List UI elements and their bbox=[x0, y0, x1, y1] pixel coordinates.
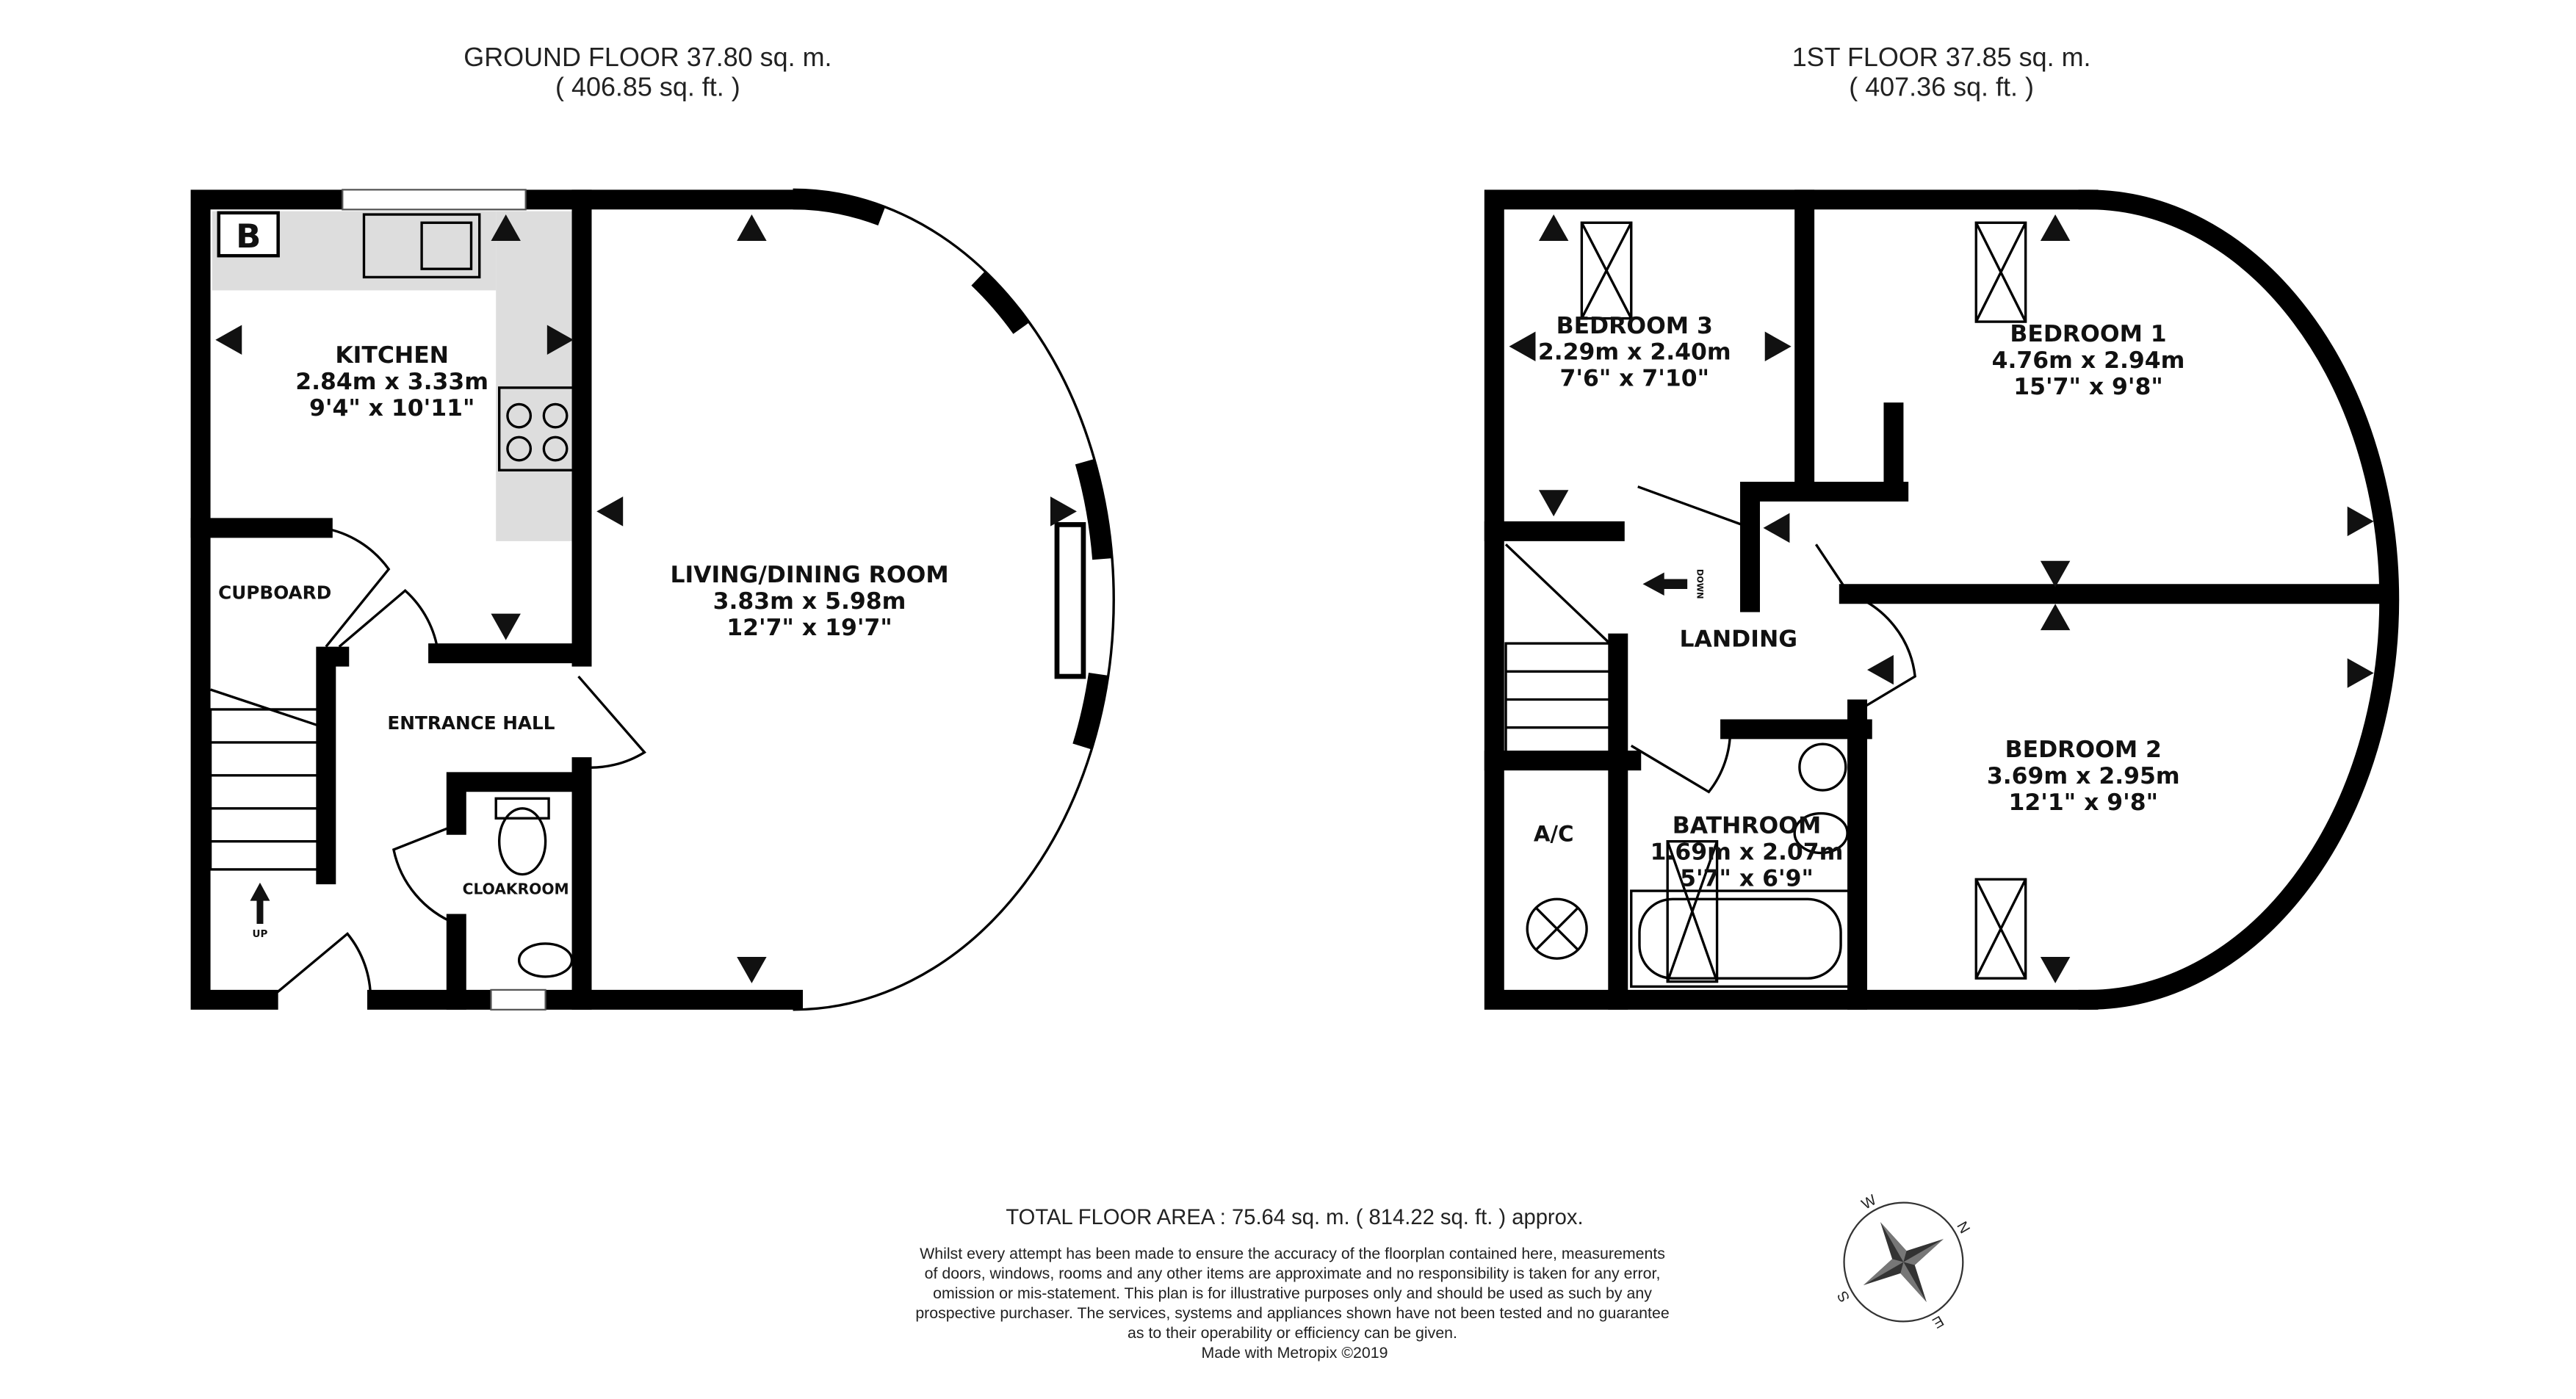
toilet-icon bbox=[1793, 811, 1849, 855]
down-label: DOWN bbox=[1695, 569, 1705, 599]
down-arrow-icon bbox=[1642, 572, 1688, 596]
basin-icon bbox=[1798, 742, 1847, 792]
total-floor-area: TOTAL FLOOR AREA : 75.64 sq. m. ( 814.22… bbox=[1006, 1206, 1583, 1229]
bathroom-metric: 1.69m x 2.07m bbox=[1650, 839, 1844, 865]
cupboard-label: CUPBOARD bbox=[218, 582, 331, 603]
basin-icon bbox=[517, 942, 574, 978]
boiler-marker: B bbox=[236, 217, 261, 256]
bedroom1-name: BEDROOM 1 bbox=[2010, 321, 2166, 347]
kitchen-metric: 2.84m x 3.33m bbox=[295, 369, 488, 395]
bathroom-imperial: 5'7" x 6'9" bbox=[1680, 865, 1814, 892]
ground-floor-subtitle: ( 406.85 sq. ft. ) bbox=[555, 71, 740, 101]
up-label: UP bbox=[253, 928, 268, 940]
ac-unit-icon bbox=[1526, 897, 1588, 960]
living-metric: 3.83m x 5.98m bbox=[713, 588, 906, 615]
bedroom3-metric: 2.29m x 2.40m bbox=[1538, 339, 1731, 366]
ground-floor-title: GROUND FLOOR 37.80 sq. m. bbox=[463, 42, 831, 72]
disclaimer: Whilst every attempt has been made to en… bbox=[915, 1245, 1673, 1362]
living-imperial: 12'7" x 19'7" bbox=[726, 615, 892, 641]
first-floor-title: 1ST FLOOR 37.85 sq. m. bbox=[1792, 42, 2091, 72]
bedroom2-metric: 3.69m x 2.95m bbox=[1987, 763, 2180, 789]
bedroom2-name: BEDROOM 2 bbox=[2005, 737, 2162, 763]
living-name: LIVING/DINING ROOM bbox=[670, 562, 948, 588]
toilet-icon bbox=[498, 807, 547, 876]
bathroom-name: BATHROOM bbox=[1673, 812, 1822, 839]
bedroom2-imperial: 12'1" x 9'8" bbox=[2009, 789, 2159, 816]
compass-e: E bbox=[1930, 1312, 1947, 1331]
up-arrow-icon bbox=[250, 882, 270, 925]
landing-label: LANDING bbox=[1679, 626, 1797, 653]
bedroom1-metric: 4.76m x 2.94m bbox=[1992, 347, 2185, 374]
first-floor-subtitle: ( 407.36 sq. ft. ) bbox=[1849, 71, 2034, 101]
cloakroom-label: CLOAKROOM bbox=[463, 881, 569, 898]
stairs-icon bbox=[209, 688, 321, 871]
bedroom3-imperial: 7'6" x 7'10" bbox=[1559, 366, 1709, 392]
bedroom1-imperial: 15'7" x 9'8" bbox=[2013, 374, 2163, 400]
ac-label: A/C bbox=[1534, 822, 1574, 847]
kitchen-imperial: 9'4" x 10'11" bbox=[309, 395, 475, 422]
entrance-hall-label: ENTRANCE HALL bbox=[387, 712, 555, 734]
bedroom3-name: BEDROOM 3 bbox=[1556, 313, 1713, 339]
kitchen-name: KITCHEN bbox=[335, 342, 449, 369]
stairs-icon bbox=[1504, 543, 1612, 757]
compass-icon: N E S W bbox=[1834, 1192, 1972, 1331]
